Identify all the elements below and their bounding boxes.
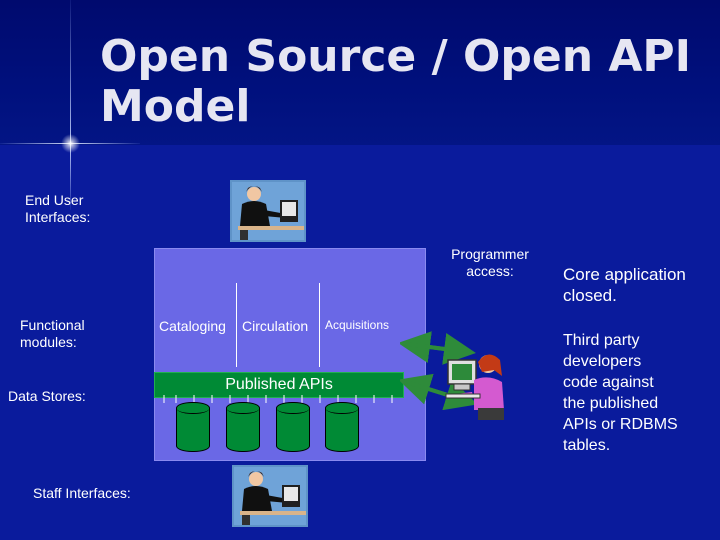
database-icon — [325, 402, 359, 452]
functional-modules-label: Functional modules: — [20, 317, 85, 350]
staff-person-icon — [232, 465, 308, 527]
published-apis-bar: Published APIs — [154, 372, 404, 398]
module-circulation: Circulation — [242, 318, 309, 334]
module-divider-circulation — [236, 283, 320, 367]
api-access-arrows — [400, 331, 478, 411]
slide-title: Open Source / Open API Model — [100, 31, 692, 132]
end-user-person-icon — [230, 180, 306, 242]
database-icon — [176, 402, 210, 452]
core-application-note: Core application closed. — [563, 265, 686, 305]
module-acquisitions: Acquisitions — [325, 318, 390, 332]
staff-interfaces-label: Staff Interfaces: — [33, 485, 131, 501]
data-stores-label: Data Stores: — [8, 388, 86, 404]
end-user-label: End User Interfaces: — [25, 192, 91, 225]
module-cataloging: Cataloging — [159, 318, 226, 334]
title-band — [0, 0, 720, 145]
decorative-vertical-line — [70, 0, 71, 210]
third-party-note: Third party developers code against the … — [563, 332, 678, 454]
programmer-person-icon — [444, 350, 510, 422]
database-icon — [226, 402, 260, 452]
api-connectors — [163, 395, 393, 403]
programmer-access-label: Programmer access: — [451, 246, 529, 279]
database-icon — [276, 402, 310, 452]
sparkle-icon — [61, 134, 80, 153]
